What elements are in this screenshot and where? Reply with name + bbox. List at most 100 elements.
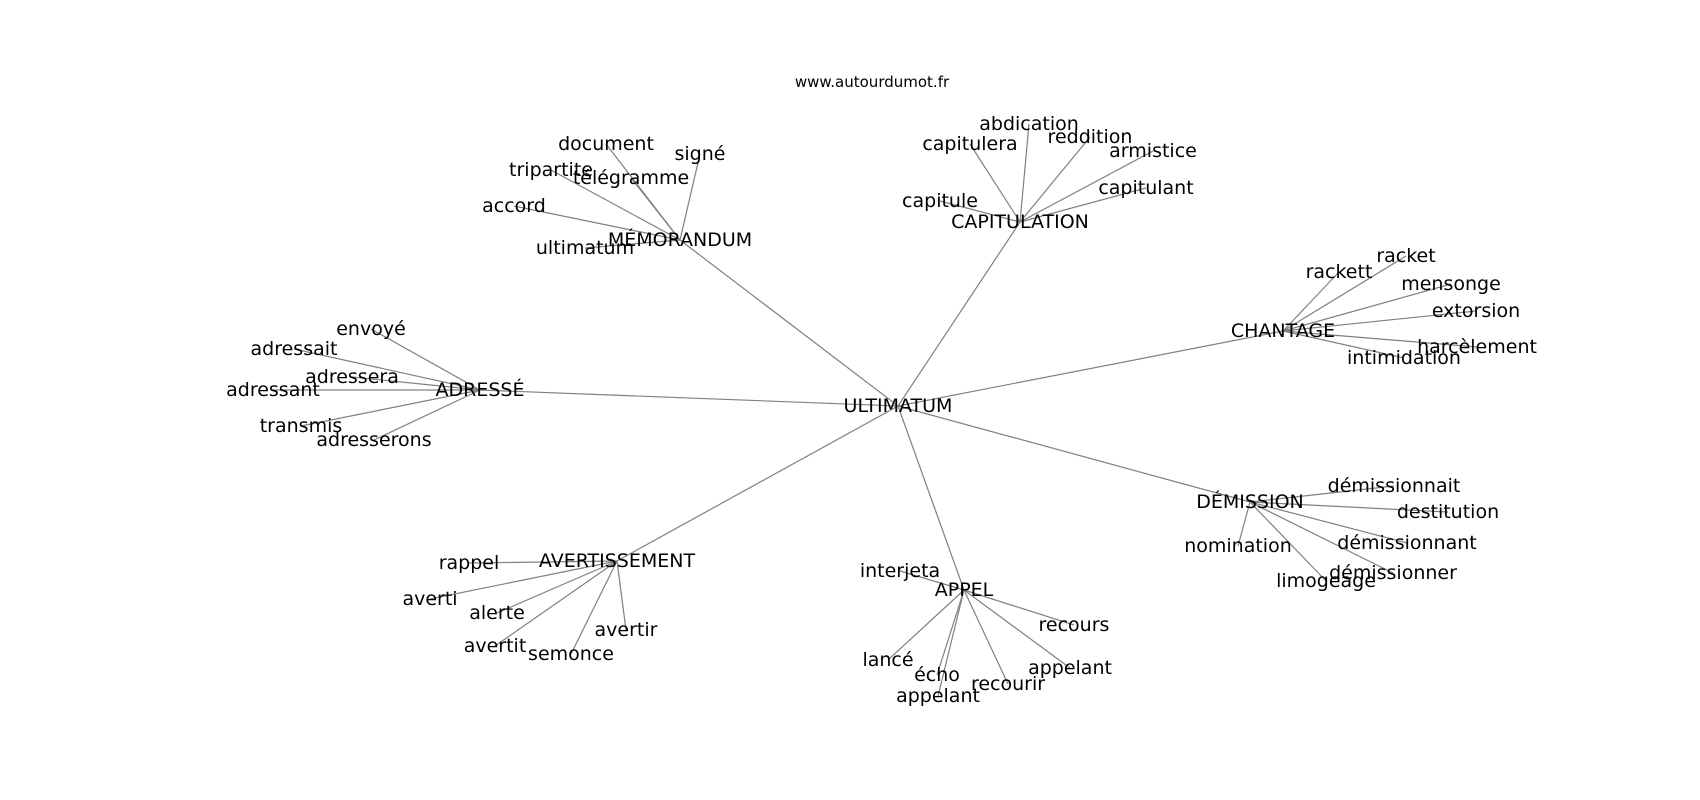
hub-node-label[interactable]: ADRESSÉ [436, 378, 525, 401]
leaf-node-label[interactable]: signé [675, 143, 726, 165]
leaf-node-label[interactable]: adressait [251, 338, 338, 360]
edge-center-to-hub [679, 239, 899, 407]
edge-hub-to-leaf [584, 239, 681, 249]
hub-node-label[interactable]: DÉMISSION [1196, 490, 1304, 513]
edge-center-to-hub [897, 405, 1251, 503]
leaf-node-label[interactable]: accord [482, 195, 546, 217]
edge-center-to-hub [616, 405, 899, 562]
edge-hub-to-leaf [887, 589, 965, 661]
leaf-node-label[interactable]: alerte [469, 602, 525, 624]
leaf-node-label[interactable]: rappel [439, 552, 500, 574]
edge-center-to-hub [897, 405, 965, 591]
leaf-node-label[interactable]: averti [402, 588, 457, 610]
edge-hub-to-leaf [1249, 485, 1395, 503]
leaf-node-label[interactable]: destitution [1397, 501, 1499, 523]
leaf-node-label[interactable]: nomination [1184, 535, 1292, 557]
hub-node-label[interactable]: CAPITULATION [951, 211, 1089, 233]
leaf-node-label[interactable]: reddition [1048, 126, 1133, 148]
edge-hub-to-leaf [1282, 271, 1340, 332]
edge-hub-to-leaf [1019, 123, 1030, 223]
leaf-node-label[interactable]: harcèlement [1417, 336, 1537, 358]
leaf-node-label[interactable]: capitulera [922, 133, 1017, 155]
hub-node-label[interactable]: AVERTISSEMENT [539, 550, 696, 572]
edge-hub-to-leaf [1019, 150, 1154, 223]
edge-hub-to-leaf [429, 560, 618, 600]
edge-hub-to-leaf [1282, 310, 1477, 332]
edge-center-to-hub [897, 330, 1284, 407]
edge-hub-to-leaf [513, 205, 681, 241]
leaf-node-label[interactable]: envoyé [336, 318, 406, 340]
center-node-label[interactable]: ULTIMATUM [844, 395, 953, 417]
edge-hub-to-leaf [570, 560, 618, 655]
leaf-node-label[interactable]: démissionnant [1337, 532, 1476, 554]
edge-hub-to-leaf [1249, 501, 1449, 513]
edge-hub-to-leaf [293, 348, 481, 391]
hub-node-label[interactable]: CHANTAGE [1231, 320, 1335, 342]
source-website[interactable]: www.autourdumot.fr [795, 73, 950, 91]
leaf-node-label[interactable]: rackett [1306, 261, 1373, 283]
leaf-node-label[interactable]: capitulant [1098, 177, 1193, 199]
edge-center-to-hub [479, 389, 899, 407]
leaf-node-label[interactable]: semonce [528, 643, 614, 665]
edge-hub-to-leaf [370, 328, 481, 391]
edge-hub-to-leaf [969, 143, 1021, 223]
leaf-node-label[interactable]: capitule [902, 190, 978, 212]
leaf-node-label[interactable]: abdication [979, 113, 1079, 135]
leaf-node-label[interactable]: écho [914, 664, 960, 686]
edge-hub-to-leaf [1249, 501, 1327, 582]
leaf-node-label[interactable]: recourir [971, 673, 1045, 695]
edge-hub-to-leaf [936, 589, 965, 676]
edge-hub-to-leaf [300, 389, 481, 427]
edge-hub-to-leaf [1019, 187, 1147, 223]
leaf-node-label[interactable]: adresserons [316, 429, 431, 451]
hub-node-label[interactable]: APPEL [935, 579, 994, 601]
edge-hub-to-leaf [351, 376, 481, 391]
leaf-node-label[interactable]: démissionnait [1328, 475, 1461, 497]
edge-hub-to-leaf [939, 200, 1021, 223]
edge-hub-to-leaf [468, 560, 618, 564]
edge-hub-to-leaf [1282, 255, 1407, 332]
edge-hub-to-leaf [1249, 501, 1408, 544]
leaf-node-label[interactable]: ultimatum [536, 237, 634, 259]
edge-hub-to-leaf [1237, 501, 1251, 547]
leaf-node-label[interactable]: limogeage [1276, 570, 1376, 592]
leaf-node-label[interactable]: recours [1039, 614, 1110, 636]
leaf-node-label[interactable]: lancé [862, 649, 913, 671]
leaf-node-label[interactable]: démissionner [1329, 562, 1457, 584]
leaf-node-label[interactable]: interjeta [860, 560, 940, 582]
leaf-node-label[interactable]: armistice [1109, 140, 1197, 162]
edge-hub-to-leaf [679, 153, 701, 241]
edge-hub-to-leaf [899, 570, 965, 591]
leaf-node-label[interactable]: transmis [260, 415, 343, 437]
leaf-node-label[interactable]: adressant [226, 379, 320, 401]
edge-hub-to-leaf [963, 589, 1071, 669]
leaf-node-label[interactable]: avertir [595, 619, 658, 641]
edge-hub-to-leaf [1249, 501, 1394, 574]
hub-node-label[interactable]: MÉMORANDUM [608, 228, 752, 251]
leaf-node-label[interactable]: tripartite [509, 159, 593, 181]
edge-hub-to-leaf [1282, 330, 1405, 359]
edge-hub-to-leaf [1019, 136, 1091, 223]
edge-hub-to-leaf [937, 589, 965, 697]
leaf-node-label[interactable]: intimidation [1347, 347, 1461, 369]
edge-hub-to-leaf [494, 560, 618, 647]
leaf-node-label[interactable]: avertit [464, 635, 527, 657]
edge-center-to-hub [897, 221, 1021, 407]
leaf-node-label[interactable]: extorsion [1432, 300, 1520, 322]
leaf-node-label[interactable]: document [558, 133, 654, 155]
leaf-node-label[interactable]: appelant [1028, 657, 1112, 679]
leaf-node-label[interactable]: racket [1376, 245, 1435, 267]
leaf-node-label[interactable]: mensonge [1401, 273, 1501, 295]
edge-hub-to-leaf [963, 589, 1075, 626]
edge-hub-to-leaf [616, 560, 627, 631]
leaf-node-label[interactable]: adressera [305, 366, 399, 388]
edge-hub-to-leaf [496, 560, 618, 614]
edge-hub-to-leaf [373, 389, 481, 441]
node-labels: www.autourdumot.fr document signé triparti… [226, 73, 1537, 707]
edge-hub-to-leaf [1282, 330, 1478, 348]
leaf-node-label[interactable]: appelant [896, 685, 980, 707]
edge-hub-to-leaf [550, 169, 681, 241]
edge-hub-to-leaf [1282, 283, 1452, 332]
leaf-node-label[interactable]: télégramme [573, 167, 689, 189]
